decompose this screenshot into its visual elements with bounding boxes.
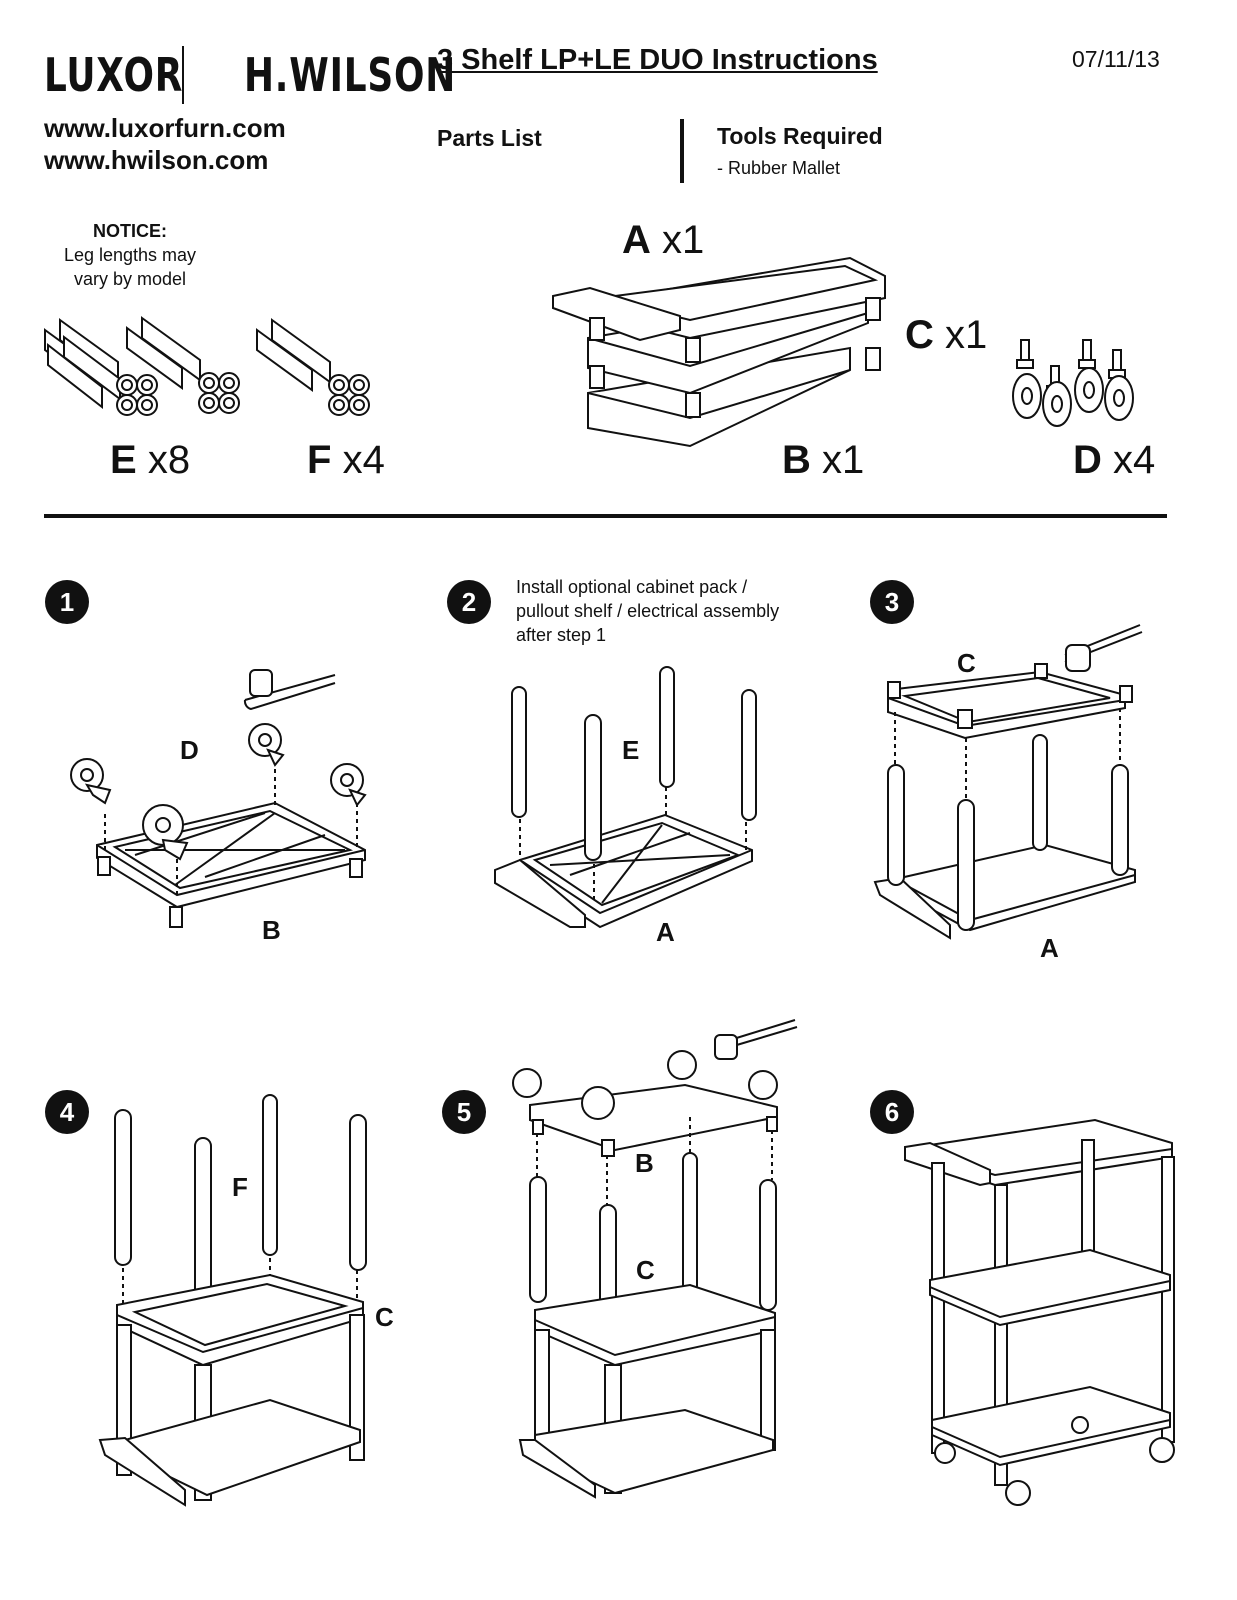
part-d-letter: D [1073,438,1102,482]
website-hwilson[interactable]: www.hwilson.com [44,145,269,175]
brand-hwilson: H.WILSON [244,48,457,102]
brand-logo: LUXOR H.WILSON [44,46,516,104]
header-divider [680,119,684,183]
shelf-stack-illustration [550,258,895,453]
notice-line-2: vary by model [73,269,187,289]
part-f-qty: x4 [342,438,385,482]
part-f-label: F x4 [307,438,385,483]
tool-rubber-mallet: - Rubber Mallet [717,158,841,178]
step-3-label-a: A [1040,933,1059,963]
part-a-letter: A [622,218,651,262]
notice-title: NOTICE: [93,221,167,241]
step-3-label-c: C [957,648,976,678]
notice: NOTICE: Leg lengths may vary by model [30,219,230,291]
part-d-qty: x4 [1113,438,1156,482]
tools-required-heading: Tools Required [717,123,883,149]
step-5-label-b: B [635,1148,654,1178]
part-e-qty: x8 [147,438,191,482]
step-5-number: 5 [442,1090,486,1134]
document-date: 07/11/13 [1072,46,1160,72]
parts-list-heading: Parts List [437,125,542,151]
step-4-label-f: F [232,1172,248,1202]
step-1-label-d: D [180,735,199,765]
notice-line-1: Leg lengths may [63,245,197,265]
step-5-label-c: C [636,1255,655,1285]
page-title: 3 Shelf LP+LE DUO Instructions [437,44,878,76]
part-e-letter: E [110,438,137,482]
brand-divider [182,46,184,104]
step-2-illustration [490,665,760,930]
step-1-number: 1 [45,580,89,624]
step-2-note-line-1: Install optional cabinet pack / [516,577,748,597]
step-2-note-line-3: after step 1 [516,625,607,645]
part-d-label: D x4 [1073,438,1155,483]
part-b-label: B x1 [782,438,864,483]
website-luxor[interactable]: www.luxorfurn.com [44,113,286,143]
part-c-label: C x1 [905,313,987,358]
part-c-letter: C [905,313,934,357]
step-1-label-b: B [262,915,281,945]
part-b-letter: B [782,438,811,482]
step-5-illustration [505,1015,800,1510]
step-2-note-line-2: pullout shelf / electrical assembly [516,601,780,621]
step-2-number: 2 [447,580,491,624]
step-2-label-e: E [622,735,640,765]
step-6-illustration [900,1115,1185,1515]
part-c-qty: x1 [945,313,988,357]
step-4-number: 4 [45,1090,89,1134]
step-2-note: Install optional cabinet pack / pullout … [516,575,816,647]
step-1-illustration [65,645,385,940]
part-e-label: E x8 [110,438,190,483]
legs-e-illustration [40,315,390,435]
step-3-number: 3 [870,580,914,624]
step-2-label-a: A [656,917,675,947]
section-divider [44,514,1167,518]
part-b-qty: x1 [822,438,865,482]
part-a-label: A x1 [622,218,704,263]
casters-illustration [1005,338,1140,430]
step-3-illustration [870,620,1145,950]
part-f-letter: F [307,438,332,482]
brand-luxor: LUXOR [44,48,184,102]
step-4-label-c: C [375,1302,394,1332]
step-4-illustration [95,1090,385,1510]
step-6-number: 6 [870,1090,914,1134]
part-a-qty: x1 [662,218,705,262]
